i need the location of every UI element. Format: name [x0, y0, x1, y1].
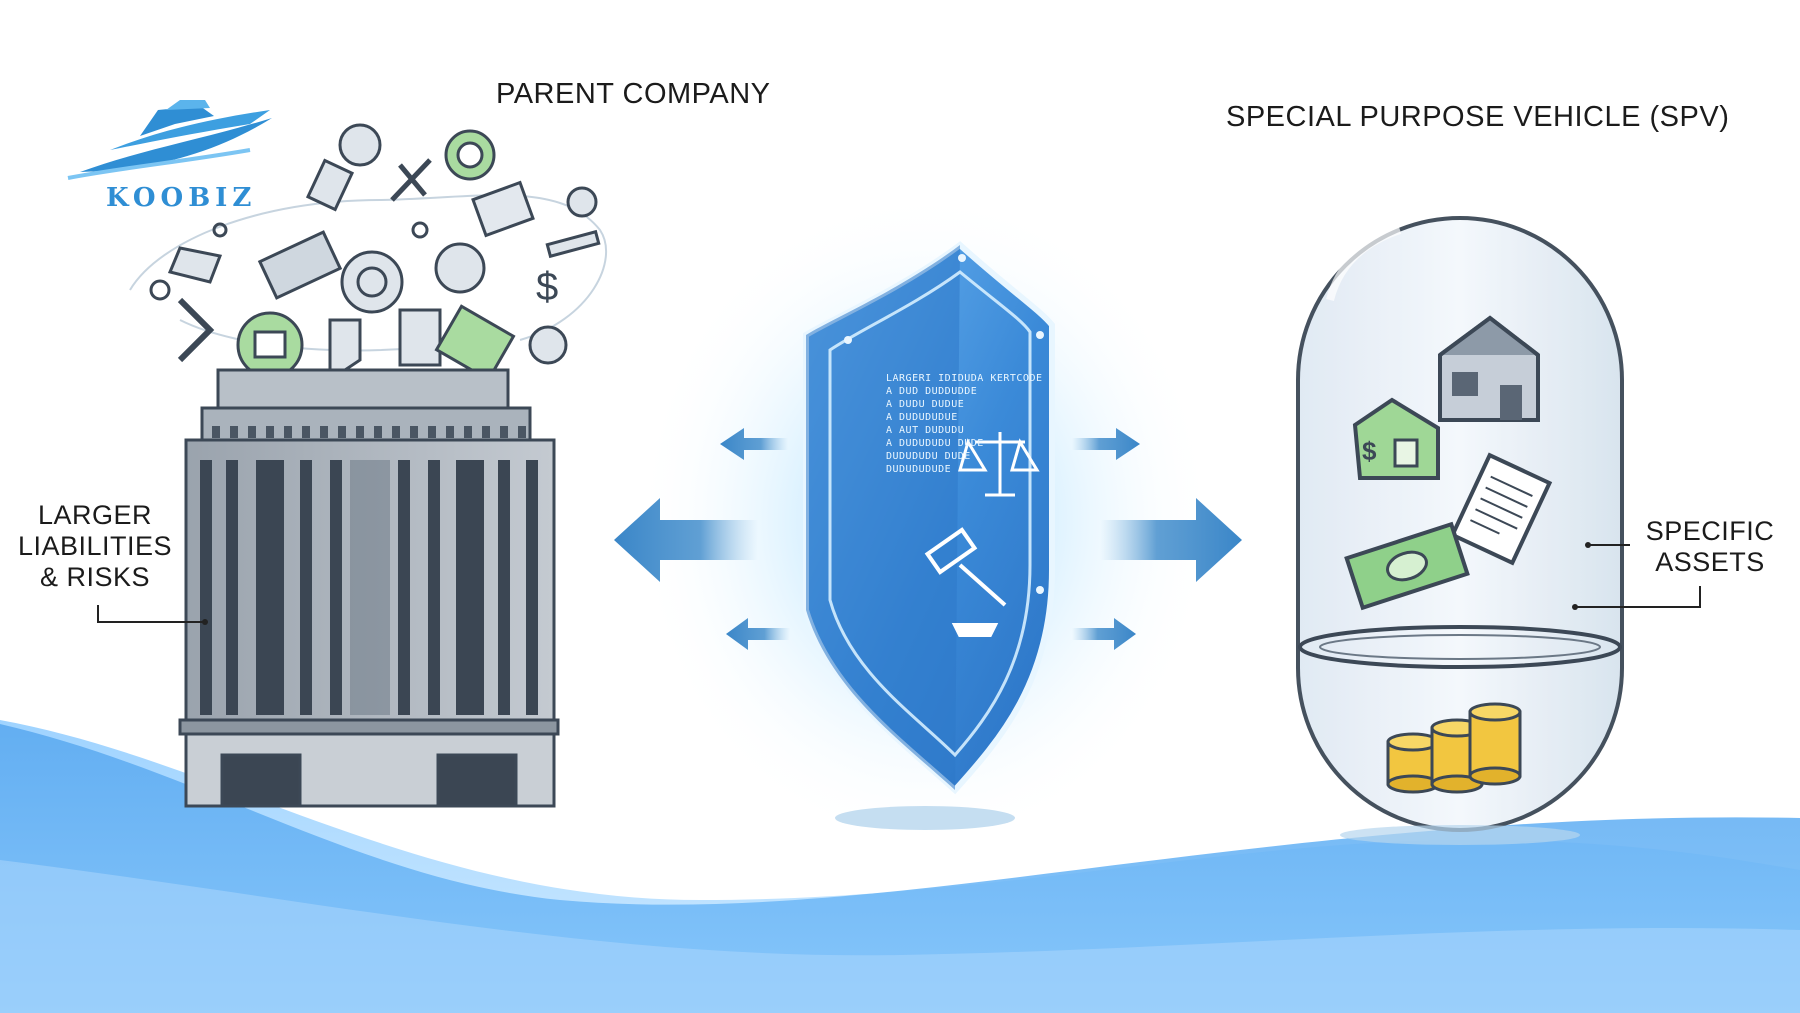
shield-text-line: A DUDU DUDUE: [886, 399, 965, 410]
green-house-icon: $: [1352, 397, 1440, 480]
arrow-left-large: [614, 498, 758, 582]
assets-callout-line-bottom: [1575, 586, 1701, 608]
house-icon: [1438, 315, 1540, 422]
shield-text: LARGERI IDIDUDA KERTCODE A DUD DUDDUDDE …: [886, 372, 1043, 476]
shield-text-line: DUDUDUDUDE: [886, 464, 952, 475]
shield-text-line: LARGERI IDIDUDA KERTCODE: [886, 373, 1043, 384]
assets-callout-line-2: ASSETS: [1655, 547, 1765, 577]
background-wave-front: [0, 860, 1800, 1013]
banknote-icon: [1344, 521, 1470, 611]
ship-logo-icon: [67, 100, 272, 180]
brand-logo-text: KOOBIZ: [106, 183, 257, 213]
arrow-left-small-top: [720, 428, 788, 460]
scales-icon: [958, 432, 1040, 497]
arrow-right-large: [1100, 498, 1242, 582]
shield-text-line: A DUDUDUDUE: [886, 412, 958, 423]
shield-shadow: [835, 806, 1015, 830]
coin-stack-icon: [1386, 702, 1522, 794]
shield-text-line: DUDUDUDU DUDE: [886, 451, 971, 462]
parent-company-title: PARENT COMPANY: [496, 78, 771, 110]
shield-icon: [803, 241, 1055, 795]
liabilities-callout-line: [97, 605, 205, 623]
assets-callout: SPECIFIC ASSETS: [1640, 516, 1780, 578]
shield-text-line: A DUD DUDDUDDE: [886, 386, 978, 397]
arrow-right-small-bottom: [1072, 618, 1136, 650]
spv-title: SPECIAL PURPOSE VEHICLE (SPV): [1226, 101, 1730, 133]
liabilities-callout: LARGER LIABILITIES & RISKS: [14, 500, 176, 593]
office-building-icon: [178, 368, 560, 808]
arrow-right-small-top: [1072, 428, 1140, 460]
liabilities-callout-line-2: LIABILITIES: [17, 531, 173, 561]
dollar-sign-icon: $: [536, 265, 558, 309]
arrow-left-small-bottom: [726, 618, 790, 650]
liabilities-callout-line-1: LARGER: [37, 500, 153, 530]
svg-text:$: $: [1362, 436, 1377, 466]
shield-text-line: A AUT DUDUDU: [886, 425, 965, 436]
shield-text-line: A DUDUDUDU DUDE: [886, 438, 984, 449]
document-icon: [1449, 452, 1553, 566]
risk-icons-cluster: [129, 123, 608, 383]
liabilities-callout-line-3: & RISKS: [39, 562, 151, 592]
gavel-icon: [924, 527, 1007, 637]
assets-callout-line-1: SPECIFIC: [1645, 516, 1775, 546]
